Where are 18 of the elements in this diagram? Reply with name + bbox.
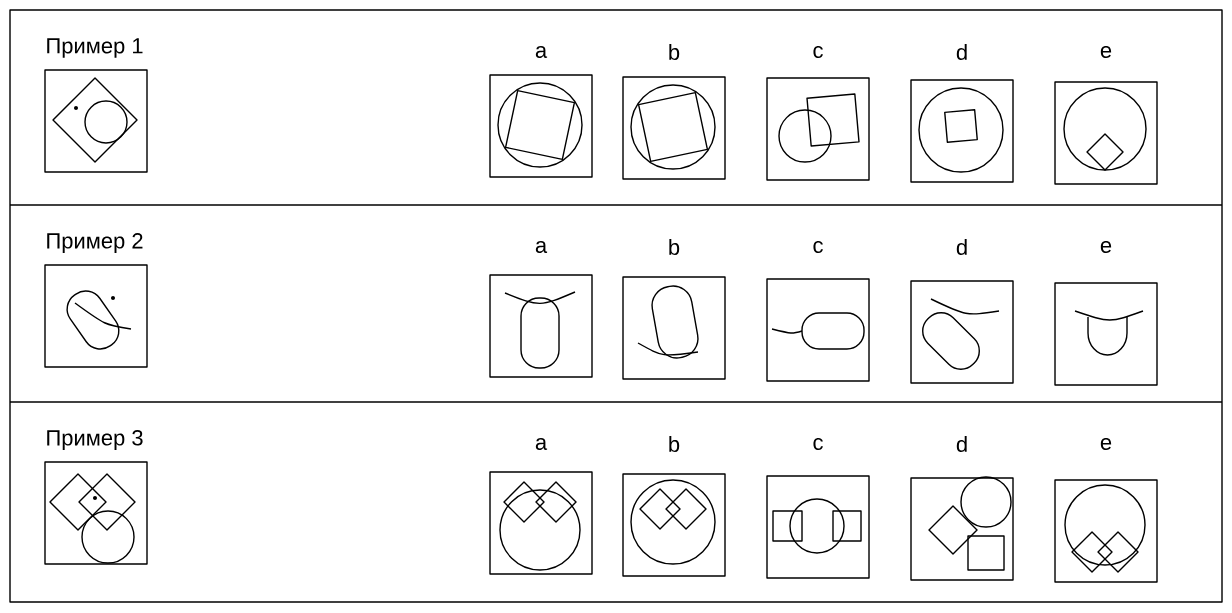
option-letter: b (669, 43, 680, 61)
option-letter: e (1100, 241, 1112, 254)
option-letter: c (813, 46, 823, 59)
example-title: Пример 2 (47, 233, 143, 253)
option-letter: a (535, 46, 548, 59)
option-letter: b (669, 435, 680, 453)
example-title: Пример 3 (47, 430, 143, 450)
option-letter: a (535, 438, 548, 451)
option-letter: c (813, 438, 823, 451)
option-letter: d (956, 238, 967, 256)
option-letter: e (1100, 46, 1112, 59)
option-letter: d (956, 435, 967, 453)
option-letter: e (1100, 438, 1112, 451)
option-letter: b (669, 238, 680, 256)
option-letter: a (535, 241, 548, 254)
option-letter: d (956, 43, 967, 61)
option-letter: c (813, 241, 823, 254)
example-title: Пример 1 (47, 38, 143, 58)
